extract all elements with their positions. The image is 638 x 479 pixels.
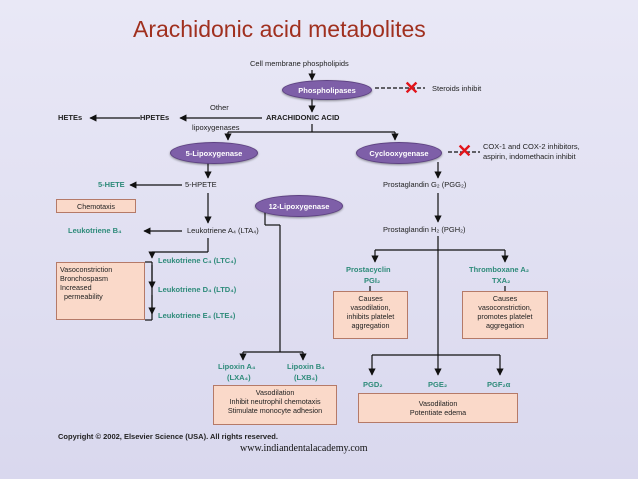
ltd4-label: Leukotriene D₄ (LTD₄) [158,285,237,294]
effect-line: promotes platelet [477,312,533,321]
phospholipases-enzyme: Phospholipases [282,80,372,100]
steroids-label: Steroids inhibit [432,84,482,93]
effect-line: vasoconstriction, [478,303,532,312]
twelve-lipoxygenase-enzyme: 12-Lipoxygenase [255,195,343,217]
lte4-label: Leukotriene E₄ (LTE₄) [158,311,236,320]
effect-line: Stimulate monocyte adhesion [227,406,323,415]
lta4-label: Leukotriene A₄ (LTA₄) [187,226,259,235]
vasoconstriction-box: Vasoconstriction Bronchospasm Increased … [56,262,145,320]
effect-line: vasodilation, [350,303,391,312]
cox-inhibitors-label-1: COX-1 and COX-2 inhibitors, [483,142,580,151]
copyright-text: Copyright © 2002, Elsevier Science (USA)… [58,432,278,441]
vaso-line: Vasoconstriction [60,265,113,274]
slide-title: Arachidonic acid metabolites [133,16,426,42]
pge2-label: PGE₂ [428,380,448,389]
hetes-label: HETEs [58,113,83,122]
vaso-line: Bronchospasm [60,274,108,283]
lipoxin-b4-label-2: (LXB₄) [294,373,318,382]
other-lipox-label-1: Other [210,103,229,112]
cell-membrane-label: Cell membrane phospholipids [250,59,349,68]
vaso-line: permeability [60,292,103,301]
five-hete-label: 5-HETE [98,180,125,189]
pgg2-label: Prostaglandin G₂ (PGG₂) [383,180,467,189]
effect-line: Vasodilation [418,399,458,408]
lipoxin-effects-box: Vasodilation Inhibit neutrophil chemotax… [213,385,337,425]
five-lipoxygenase-enzyme: 5-Lipoxygenase [170,142,258,164]
lipoxin-b4-label-1: Lipoxin B₄ [287,362,325,371]
prostacyclin-label-2: PGI₂ [364,276,381,285]
prostacyclin-effects-box: Causes vasodilation, inhibits platelet a… [333,291,408,339]
effect-line: Causes [492,294,518,303]
website-link[interactable]: www.indiandentalacademy.com [240,443,368,454]
prostaglandin-effects-box: Vasodilation Potentiate edema [358,393,518,423]
lipoxin-a4-label-2: (LXA₄) [227,373,251,382]
effect-line: Potentiate edema [409,408,467,417]
effect-line: Vasodilation [255,388,295,397]
leukotriene-b4-label: Leukotriene B₄ [68,226,122,235]
thromboxane-label-2: TXA₂ [492,276,511,285]
vaso-line: Increased [60,283,92,292]
thromboxane-label-1: Thromboxane A₂ [469,265,530,274]
cox-inhibit-x-icon: ✕ [457,141,473,161]
pgf2a-label: PGF₂α [487,380,511,389]
hpetes-label: HPETEs [140,113,170,122]
pgd2-label: PGD₂ [363,380,383,389]
five-hpete-label: 5-HPETE [185,180,217,189]
cox-inhibitors-label-2: aspirin, indomethacin inhibit [483,152,576,161]
cyclooxygenase-enzyme: Cyclooxygenase [356,142,442,164]
effect-line: aggregation [351,321,390,330]
ltc4-label: Leukotriene C₄ (LTC₄) [158,256,237,265]
lipoxin-a4-label-1: Lipoxin A₄ [218,362,256,371]
effect-line: Causes [358,294,383,303]
prostacyclin-label-1: Prostacyclin [346,265,391,274]
pgh2-label: Prostaglandin H₂ (PGH₂) [383,225,466,234]
effect-line: inhibits platelet [346,312,395,321]
effect-line: aggregation [486,321,524,330]
other-lipox-label-2: lipoxygenases [192,123,240,132]
thromboxane-effects-box: Causes vasoconstriction, promotes platel… [462,291,548,339]
arachidonic-acid-label: ARACHIDONIC ACID [266,113,340,122]
chemotaxis-box: Chemotaxis [56,199,136,213]
effect-line: Inhibit neutrophil chemotaxis [229,397,321,406]
inhibit-x-icon: ✕ [404,78,420,98]
